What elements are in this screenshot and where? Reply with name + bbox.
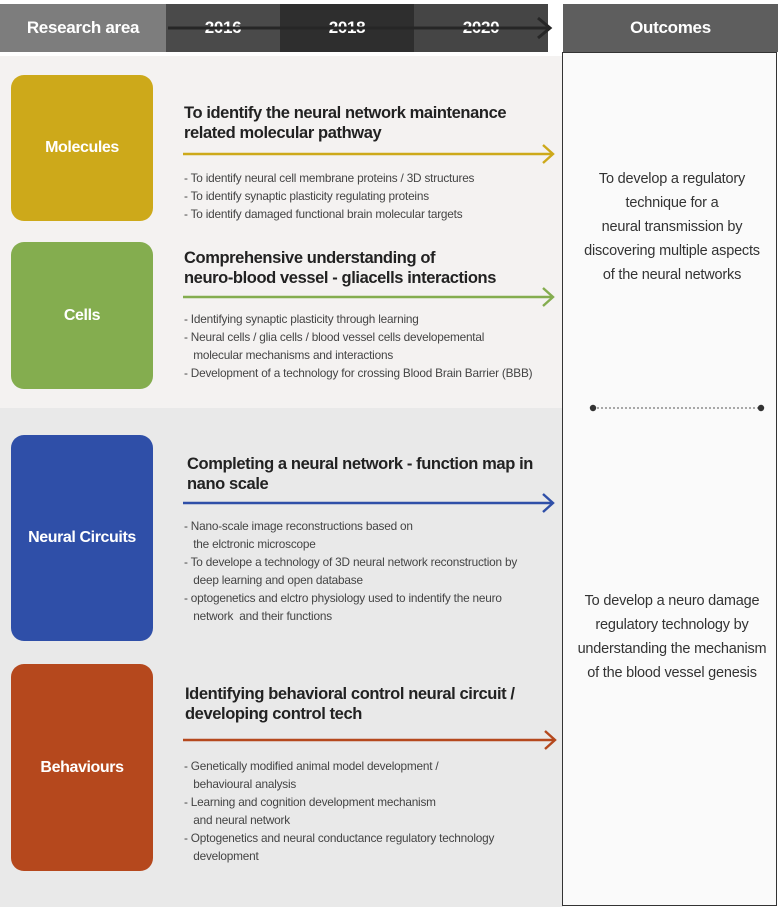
- outcome-line: regulatory technology by: [595, 617, 749, 633]
- outcome-line: To develop a neuro damage: [584, 593, 760, 609]
- bullet-item: and neural network: [184, 813, 290, 827]
- bullet-item: - Optogenetics and neural conductance re…: [184, 831, 495, 845]
- outcome-text-lower: To develop a neuro damage regulatory tec…: [572, 589, 772, 685]
- outcome-line: neural transmission by: [601, 219, 743, 235]
- bullet-item: - To identify synaptic plasticity regula…: [184, 189, 429, 203]
- header-research-area-label: Research area: [26, 18, 140, 37]
- arrow-behaviours-icon: [183, 730, 557, 750]
- bullet-item: deep learning and open database: [184, 573, 363, 587]
- area-title-behaviours: Identifying behavioral control neural ci…: [185, 684, 515, 724]
- outcome-line: To develop a regulatory: [598, 171, 746, 187]
- bullet-item: network and their functions: [184, 609, 332, 623]
- outcomes-panel: [562, 52, 777, 906]
- area-box-molecules: Molecules: [11, 75, 153, 221]
- area-box-neural-circuits: Neural Circuits: [11, 435, 153, 641]
- outcome-line: of the neural networks: [602, 267, 742, 283]
- area-bullets-behaviours: - Genetically modified animal model deve…: [184, 757, 494, 865]
- outcome-text-upper: To develop a regulatory technique for a …: [572, 167, 772, 287]
- outcome-line: of the blood vessel genesis: [587, 665, 757, 681]
- title-line: Comprehensive understanding of: [184, 249, 436, 267]
- area-bullets-cells: - Identifying synaptic plasticity throug…: [184, 310, 533, 382]
- bullet-item: - To identify neural cell membrane prote…: [184, 171, 475, 185]
- area-box-behaviours: Behaviours: [11, 664, 153, 871]
- bullet-item: - Nano-scale image reconstructions based…: [184, 519, 413, 533]
- arrow-neural-circuits-icon: [183, 493, 555, 513]
- arrow-molecules-icon: [183, 144, 555, 164]
- bullet-item: - Identifying synaptic plasticity throug…: [184, 312, 419, 326]
- bullet-item: - Neural cells / glia cells / blood vess…: [184, 330, 485, 344]
- arrow-cells-icon: [183, 287, 555, 307]
- area-bullets-neural-circuits: - Nano-scale image reconstructions based…: [184, 517, 517, 625]
- timeline-arrow-icon: [168, 16, 553, 40]
- bullet-item: - optogenetics and elctro physiology use…: [184, 591, 502, 605]
- bullet-item: - Learning and cognition development mec…: [184, 795, 436, 809]
- outcome-line: understanding the mechanism: [577, 641, 767, 657]
- bullet-item: - Genetically modified animal model deve…: [184, 759, 439, 773]
- area-label-molecules: Molecules: [45, 139, 119, 156]
- area-title-molecules: To identify the neural network maintenan…: [184, 103, 507, 143]
- bullet-item: - To develope a technology of 3D neural …: [184, 555, 518, 569]
- bullet-item: development: [184, 849, 259, 863]
- header-outcomes-label: Outcomes: [630, 18, 711, 37]
- header-research-area: Research area: [0, 4, 166, 52]
- title-line: neuro-blood vessel - gliacells interacti…: [184, 269, 496, 287]
- header-outcomes: Outcomes: [563, 4, 778, 52]
- area-label-cells: Cells: [63, 306, 101, 324]
- area-bullets-molecules: - To identify neural cell membrane prote…: [184, 169, 474, 223]
- area-box-cells: Cells: [11, 242, 153, 389]
- bullet-item: behavioural analysis: [184, 777, 297, 791]
- title-line: Identifying behavioral control neural ci…: [185, 685, 515, 703]
- outcome-line: technique for a: [625, 195, 719, 211]
- bullet-item: the elctronic microscope: [184, 537, 316, 551]
- area-title-neural-circuits: Completing a neural network - function m…: [187, 454, 533, 494]
- area-title-cells: Comprehensive understanding of neuro-blo…: [184, 248, 496, 288]
- title-line: developing control tech: [185, 705, 362, 723]
- outcomes-divider: [589, 404, 765, 412]
- area-label-behaviours: Behaviours: [40, 758, 124, 776]
- outcome-line: discovering multiple aspects: [584, 243, 760, 259]
- bullet-item: molecular mechanisms and interactions: [184, 348, 394, 362]
- bullet-item: - To identify damaged functional brain m…: [184, 207, 463, 221]
- title-line: related molecular pathway: [184, 124, 382, 142]
- bullet-item: - Development of a technology for crossi…: [184, 366, 533, 380]
- title-line: nano scale: [187, 475, 269, 493]
- area-label-neural-circuits: Neural Circuits: [28, 529, 136, 546]
- title-line: To identify the neural network maintenan…: [184, 104, 507, 122]
- title-line: Completing a neural network - function m…: [187, 455, 533, 473]
